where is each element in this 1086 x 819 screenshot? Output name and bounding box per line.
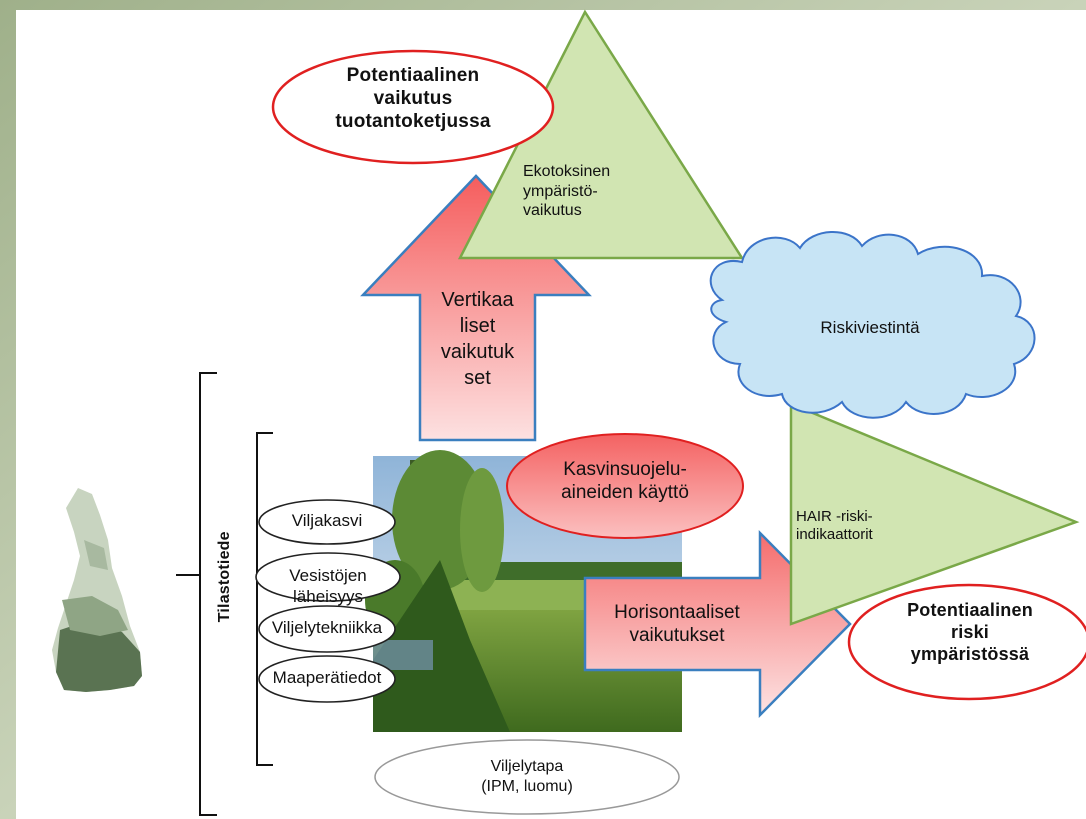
pesticide-use-oval — [506, 433, 744, 539]
horizontal-effects-arrow — [583, 529, 852, 719]
ecotoxic-label: Ekotoksinen ympäristö- vaikutus — [523, 163, 611, 220]
factor-label: Maaperätiedot — [272, 668, 382, 687]
risk-communication-label: Riskiviestintä — [820, 318, 920, 337]
potential-env-label: Potentiaalinen riski ympäristössä — [907, 600, 1033, 664]
horizontal-effects-label: Horisontaaliset vaikutukset — [614, 602, 740, 647]
finland-map-icon — [52, 488, 142, 692]
factor-oval-viljakasvi — [258, 499, 396, 545]
statistics-label: Tilastotiede — [216, 531, 234, 623]
factor-label: Viljelytekniikka — [271, 618, 383, 637]
factor-label: Viljakasvi — [291, 511, 363, 530]
factor-oval-viljelytekniikka — [258, 605, 396, 653]
inner-bracket — [256, 432, 273, 766]
factor-label: Vesistöjen läheisyys — [289, 566, 367, 606]
hair-label: HAIR -riski- indikaattorit — [796, 508, 873, 544]
vertical-effects-label: Vertikaa liset vaikutuk set — [440, 289, 515, 389]
pesticide-use-label: Kasvinsuojelu- aineiden käyttö — [561, 459, 689, 504]
risk-communication-cloud — [709, 231, 1036, 419]
hair-triangle — [789, 402, 1080, 626]
factor-oval-vesistojen — [255, 552, 401, 602]
potential-chain-oval — [271, 49, 555, 165]
outer-bracket — [199, 372, 217, 816]
cultivation-method-label: Viljelytapa (IPM, luomu) — [481, 758, 573, 795]
factor-oval-maaperatiedot — [258, 655, 396, 703]
cultivation-method-oval — [374, 739, 680, 815]
potential-chain-label: Potentiaalinen vaikutus tuotantoketjussa — [335, 65, 491, 133]
potential-env-oval — [847, 583, 1086, 701]
